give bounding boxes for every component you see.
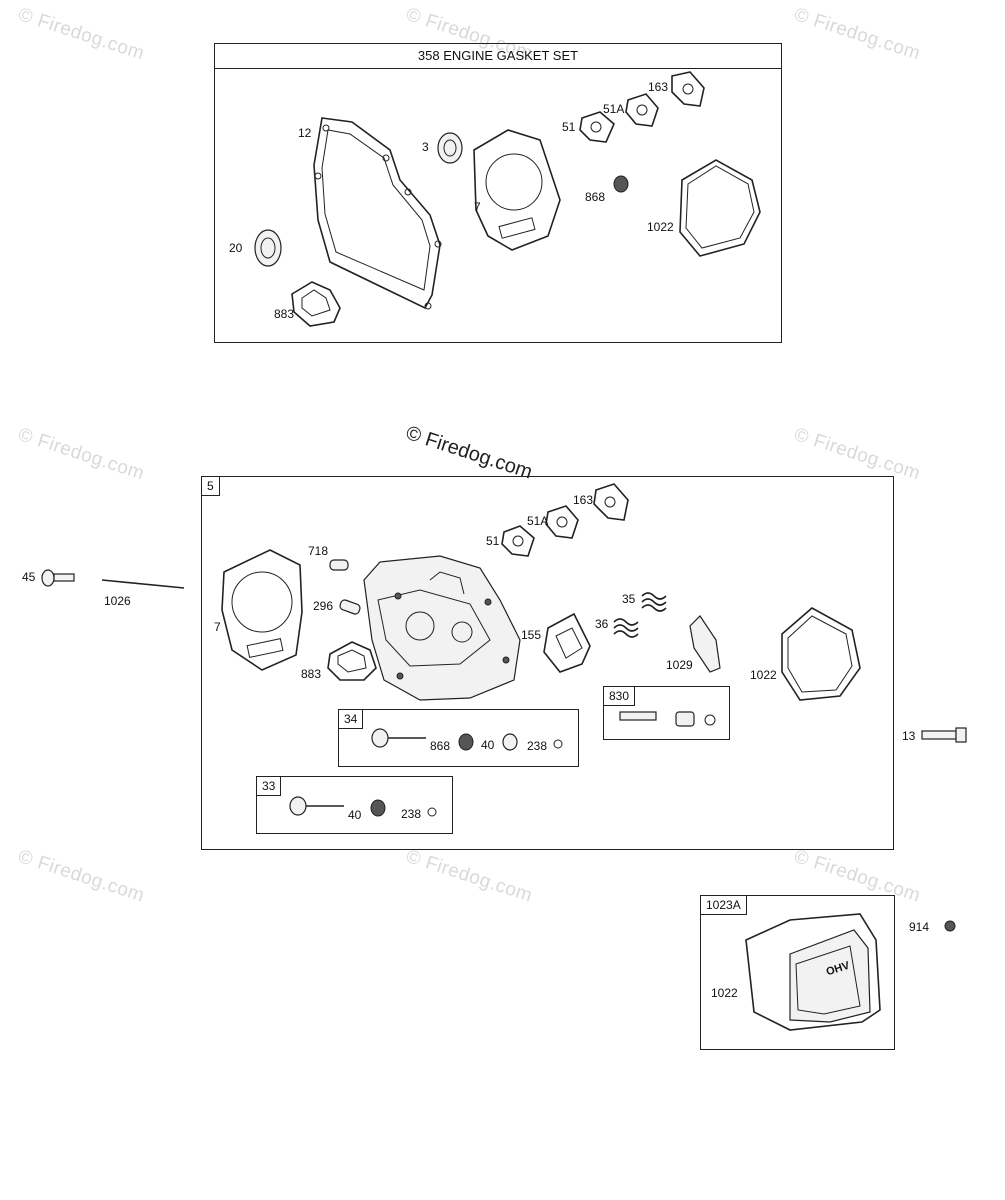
intake-valve-box: 33 <box>256 776 453 834</box>
rocker-arm-1029 <box>689 615 721 673</box>
dowel-296 <box>339 599 361 615</box>
label-20: 20 <box>229 241 243 255</box>
label-155: 155 <box>521 628 542 642</box>
oil-seal-3 <box>437 132 463 164</box>
gasket-883 <box>291 281 341 327</box>
label-163-lower: 163 <box>573 493 594 507</box>
crankcase-gasket <box>313 117 442 310</box>
label-238-sub33: 238 <box>401 807 422 821</box>
valve-cover-gasket-1022 <box>679 159 761 257</box>
label-883-lower: 883 <box>301 667 322 681</box>
gasket-51-lower <box>501 525 535 557</box>
valve-cover-tag: 1023A <box>701 896 747 915</box>
label-1022-cover: 1022 <box>711 986 738 1000</box>
gasket-51a <box>625 93 659 127</box>
label-1022-lower: 1022 <box>750 668 777 682</box>
exhaust-valve-box: 34 <box>338 709 579 767</box>
label-1026: 1026 <box>104 594 131 608</box>
exhaust-valve-34 <box>371 728 563 751</box>
label-40-sub34: 40 <box>481 738 495 752</box>
head-gasket-7-lower <box>221 549 303 671</box>
label-868-sub34: 868 <box>430 739 451 753</box>
rocker-stud-tag: 830 <box>604 687 636 706</box>
rocker-stud-box: 830 <box>603 686 730 740</box>
intake-valve-tag: 33 <box>257 777 282 796</box>
label-40-sub33: 40 <box>348 808 362 822</box>
label-51a-lower: 51A <box>527 514 549 528</box>
plate-155 <box>543 612 591 673</box>
label-36: 36 <box>595 617 609 631</box>
label-51-lower: 51 <box>486 534 500 548</box>
label-12: 12 <box>298 126 312 140</box>
cylinder-head <box>363 555 521 701</box>
cylinder-head-box: 5 <box>201 476 894 850</box>
cylinder-head-tag: 5 <box>202 477 220 496</box>
label-883: 883 <box>274 307 295 321</box>
valve-cover-gasket-1022-lower <box>781 607 861 701</box>
label-914: 914 <box>909 920 930 934</box>
label-718: 718 <box>308 544 329 558</box>
bolt-45 <box>41 569 75 587</box>
push-rod-1026 <box>101 579 185 589</box>
label-13: 13 <box>902 729 916 743</box>
spring-35 <box>641 592 667 612</box>
gasket-51a-lower <box>545 505 579 539</box>
bolt-13 <box>921 727 967 743</box>
rocker-stud-830 <box>619 711 716 727</box>
gasket-set-title: 358 ENGINE GASKET SET <box>215 44 781 69</box>
label-35: 35 <box>622 592 636 606</box>
spring-36 <box>613 618 639 638</box>
gasket-163 <box>671 71 705 107</box>
label-7: 7 <box>474 200 481 214</box>
gasket-51 <box>579 111 615 143</box>
label-1029: 1029 <box>666 658 693 672</box>
label-868: 868 <box>585 190 606 204</box>
label-163: 163 <box>648 80 669 94</box>
label-7-lower: 7 <box>214 620 221 634</box>
intake-valve-33 <box>289 796 437 817</box>
label-296: 296 <box>313 599 334 613</box>
valve-cover <box>745 913 881 1031</box>
pin-718 <box>329 559 349 571</box>
label-51: 51 <box>562 120 576 134</box>
valve-seal-868 <box>613 175 629 193</box>
valve-cover-box: 1023A <box>700 895 895 1050</box>
nut-914 <box>944 920 956 932</box>
label-1022: 1022 <box>647 220 674 234</box>
gasket-set-box: 358 ENGINE GASKET SET <box>214 43 782 343</box>
gasket-163-lower <box>593 483 629 521</box>
label-3: 3 <box>422 140 429 154</box>
label-51a: 51A <box>603 102 625 116</box>
label-45: 45 <box>22 570 36 584</box>
label-238-sub34: 238 <box>527 739 548 753</box>
oil-seal-20 <box>254 229 282 267</box>
head-gasket-7 <box>473 129 561 251</box>
exhaust-valve-tag: 34 <box>339 710 364 729</box>
gasket-883-lower <box>327 641 377 681</box>
